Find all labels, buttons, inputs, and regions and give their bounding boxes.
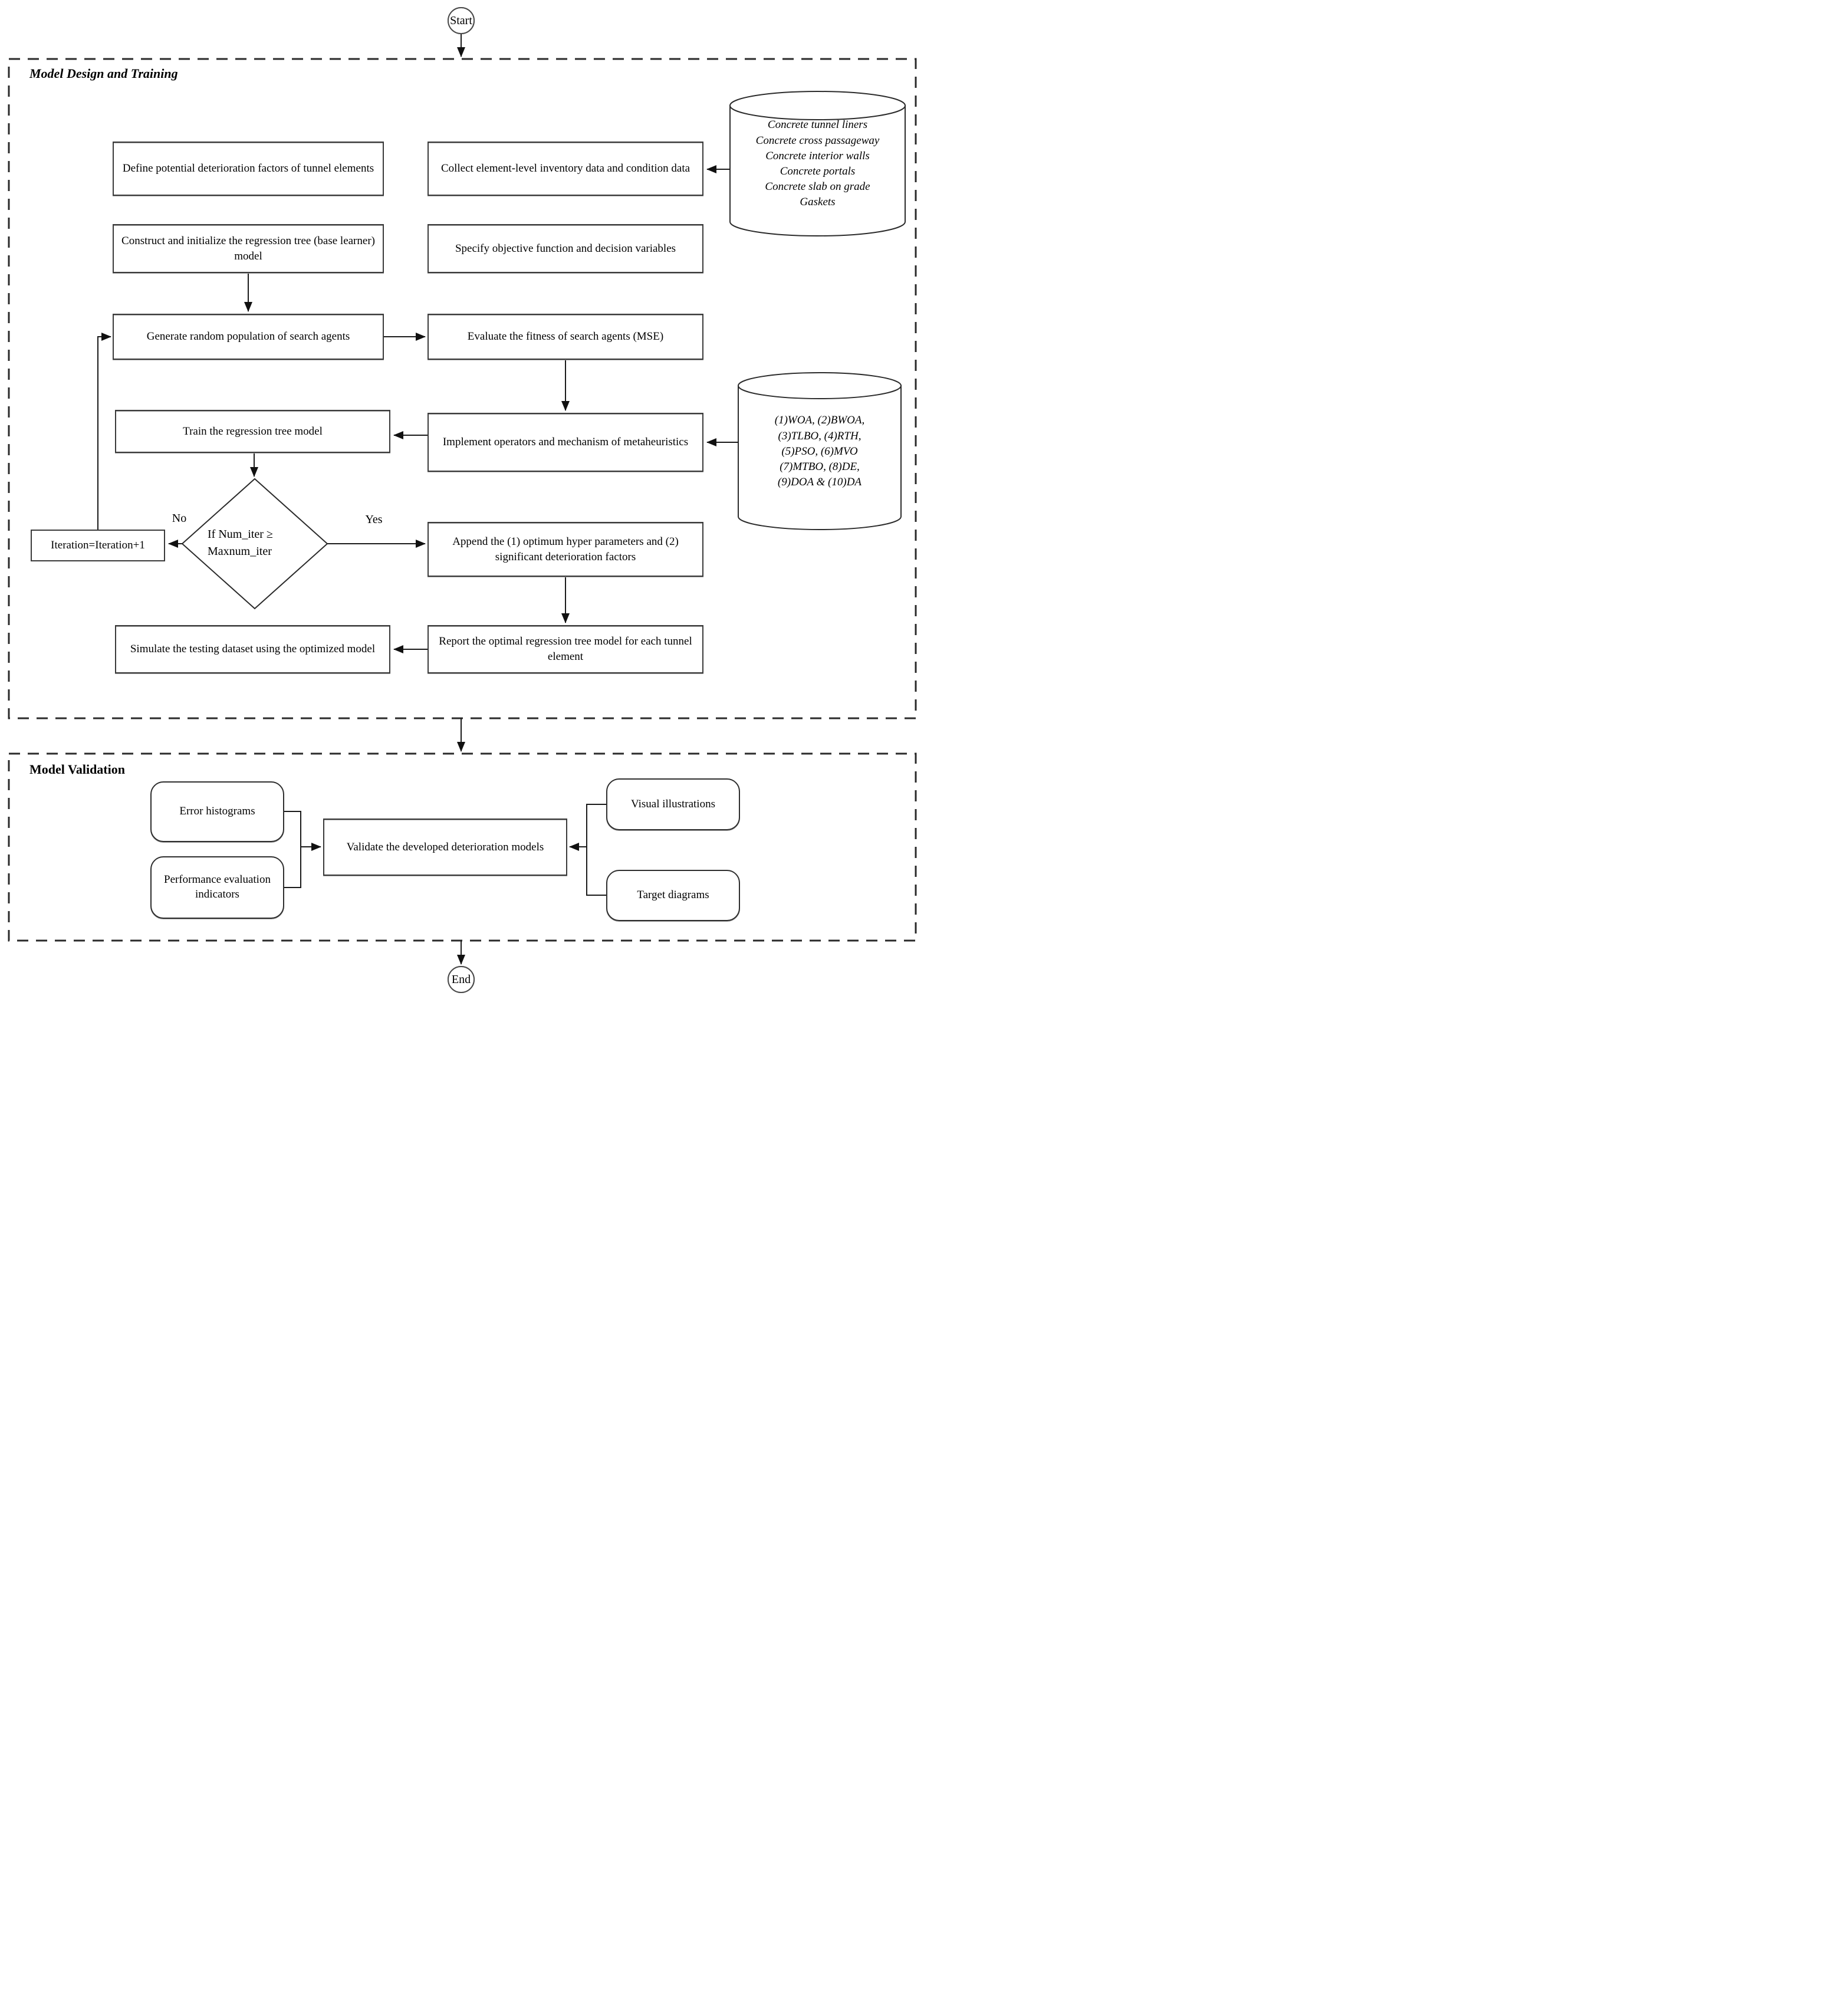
start-label: Start [450,14,472,27]
node-define: Define potential deterioration factors o… [113,142,384,196]
design-section-title: Model Design and Training [29,66,178,81]
validation-section-title: Model Validation [29,762,125,777]
node-validate: Validate the developed deterioration mod… [323,819,567,876]
node-visual-illustrations: Visual illustrations [606,778,740,830]
node-simulate: Simulate the testing dataset using the o… [115,625,390,673]
node-report: Report the optimal regression tree model… [428,625,703,673]
node-generate: Generate random population of search age… [113,314,384,360]
node-specify: Specify objective function and decision … [428,224,703,273]
node-train: Train the regression tree model [115,410,390,453]
edge-label-no: No [172,512,187,525]
validation-section-border [8,752,917,942]
tunnel-elements-datastore-shape [729,91,906,236]
start-terminator: Start [448,7,475,34]
connector-layer [8,7,917,993]
metaheuristics-datastore-shape [738,372,902,530]
flow-arrows [97,34,738,965]
node-evaluate: Evaluate the fitness of search agents (M… [428,314,703,360]
flowchart-canvas: Start Model Design and Training Define p… [0,0,924,1002]
metaheuristics-datastore-label: (1)WOA, (2)BWOA, (3)TLBO, (4)RTH, (5)PSO… [774,414,865,489]
tunnel-elements-datastore-label: Concrete tunnel liners Concrete cross pa… [755,119,880,209]
node-implement: Implement operators and mechanism of met… [428,413,703,472]
decision-label: If Num_iter ≥ Maxnum_iter [208,528,273,558]
node-collect: Collect element-level inventory data and… [428,142,703,196]
bracket-right-inputs [586,804,606,896]
design-section-border [8,58,917,719]
bracket-left-inputs [284,811,301,888]
end-terminator: End [448,966,475,993]
node-iteration: Iteration=Iteration+1 [31,530,165,561]
node-error-histograms: Error histograms [150,781,284,842]
node-append: Append the (1) optimum hyper parameters … [428,522,703,577]
node-performance-indicators: Performance evaluation indicators [150,856,284,919]
node-construct: Construct and initialize the regression … [113,224,384,273]
arrow-iteration-to-generate [97,333,111,531]
node-target-diagrams: Target diagrams [606,870,740,921]
decision-diamond-shape [181,478,328,610]
edge-label-yes: Yes [365,513,383,526]
end-label: End [451,972,471,986]
